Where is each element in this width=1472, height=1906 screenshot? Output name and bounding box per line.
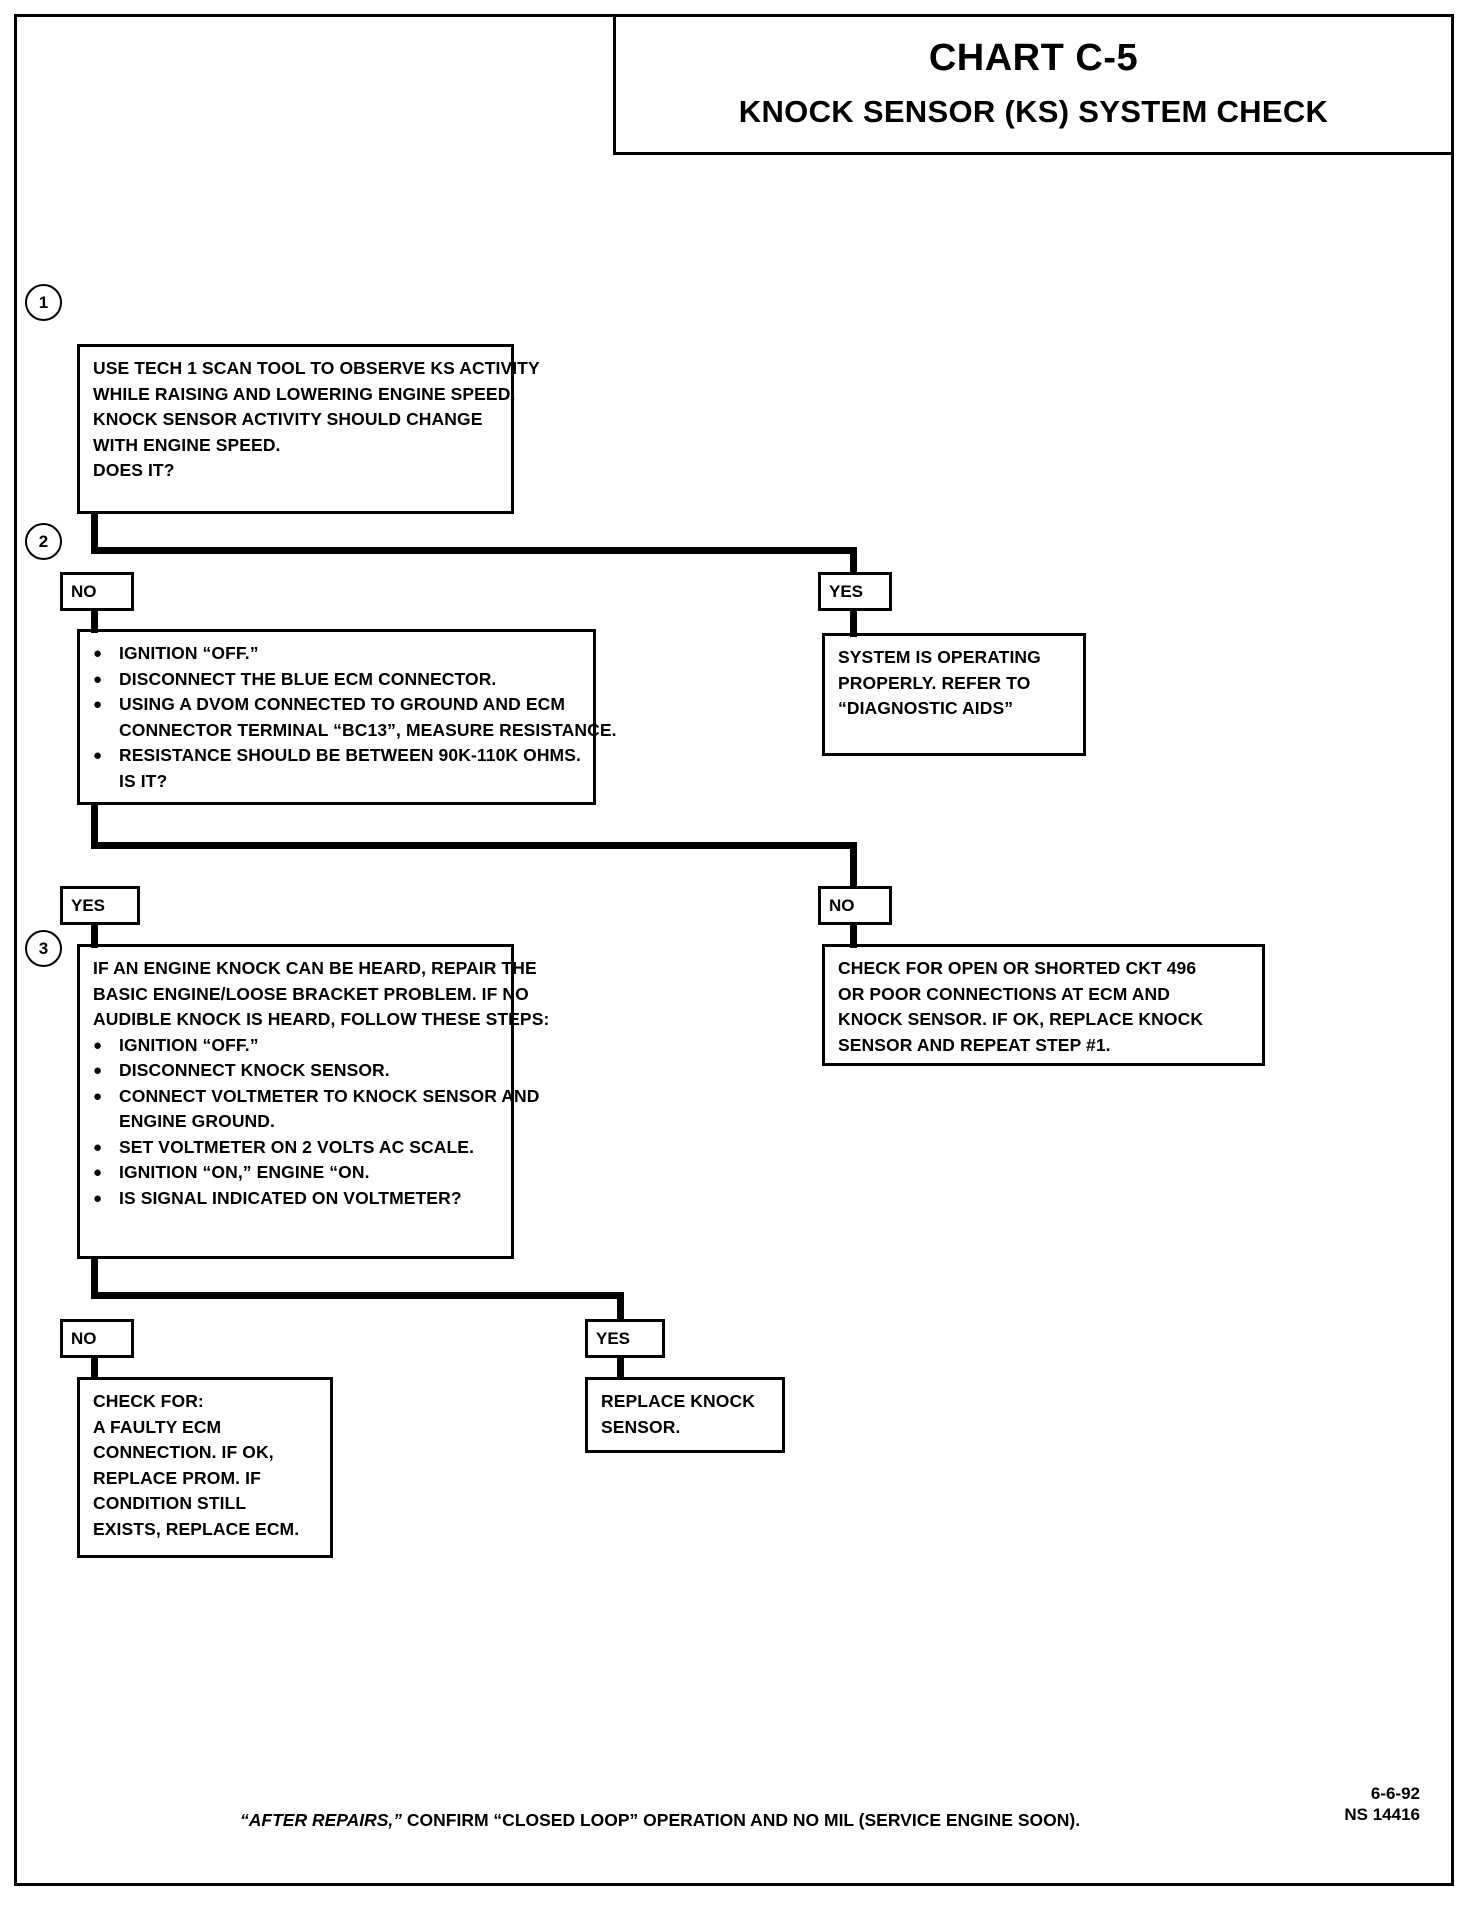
box1-line-5: DOES IT?	[93, 460, 175, 480]
box3-bullet-1-text: IGNITION “OFF.”	[119, 1034, 259, 1055]
chart-id: CHART C-5	[928, 37, 1139, 79]
connector-no2-down	[850, 842, 857, 888]
box-step-3: IF AN ENGINE KNOCK CAN BE HEARD, REPAIR …	[77, 944, 550, 1259]
tag-yes-step1: YES	[818, 572, 892, 611]
box3-bullet-6: ● IS SIGNAL INDICATED ON VOLTMETER?	[93, 1186, 501, 1212]
footer-doc-id: NS 14416	[1344, 1805, 1420, 1824]
footer-note-italic: “AFTER REPAIRS,”	[240, 1810, 403, 1830]
box3-line-1: IF AN ENGINE KNOCK CAN BE HEARD, REPAIR …	[93, 958, 537, 978]
connector-box1-down	[91, 512, 98, 554]
bullet-dot-icon: ●	[93, 1189, 103, 1207]
box3-bullet-5-text: IGNITION “ON,” ENGINE “ON.	[119, 1162, 370, 1182]
check-for-line-6: EXISTS, REPLACE ECM.	[93, 1518, 300, 1539]
system-ok-line-3: “DIAGNOSTIC AIDS”	[838, 698, 1014, 718]
box3-bullet-1: ● IGNITION “OFF.”	[93, 1033, 501, 1059]
check-for-line-3: CONNECTION. IF OK,	[93, 1442, 274, 1462]
footer-date: 6-6-92	[1370, 1784, 1420, 1803]
connector-box2-down	[91, 803, 98, 849]
box-step-2: ● IGNITION “OFF.” ● DISCONNECT THE BLUE …	[77, 629, 617, 805]
box3-bullet-3: ● CONNECT VOLTMETER TO KNOCK SENSOR AND	[93, 1084, 539, 1110]
box-replace-knock-sensor: REPLACE KNOCK SENSOR.	[585, 1377, 785, 1453]
box3-bullet-2: ● DISCONNECT KNOCK SENSOR.	[93, 1058, 501, 1084]
box3-bullet-5: ● IGNITION “ON,” ENGINE “ON.	[93, 1160, 501, 1186]
connector-yes2-down	[91, 920, 98, 948]
bullet-dot-icon: ●	[93, 1164, 103, 1181]
replace-ks-line-2: SENSOR.	[601, 1416, 681, 1437]
box3-bullet-3-text: CONNECT VOLTMETER TO KNOCK SENSOR AND	[119, 1085, 540, 1106]
box-step-1: USE TECH 1 SCAN TOOL TO OBSERVE KS ACTIV…	[77, 344, 540, 514]
connector-yes1-to-box	[850, 605, 857, 637]
ckt496-line-3: KNOCK SENSOR. IF OK, REPLACE KNOCK	[838, 1009, 1204, 1029]
connector-box3-down	[91, 1257, 98, 1299]
box2-bullet-3: ● USING A DVOM CONNECTED TO GROUND AND E…	[93, 692, 583, 718]
footer-doc-code: 6-6-92 NS 14416	[1344, 1783, 1420, 1825]
connector-no2-to-box	[850, 920, 857, 948]
connector-no1-down	[91, 605, 98, 633]
system-ok-line-1: SYSTEM IS OPERATING	[838, 647, 1041, 667]
box1-line-4: WITH ENGINE SPEED.	[93, 434, 281, 455]
chart-name: KNOCK SENSOR (KS) SYSTEM CHECK	[738, 94, 1329, 129]
box3-line-3: AUDIBLE KNOCK IS HEARD, FOLLOW THESE STE…	[93, 1009, 550, 1029]
connector-no3-to-box	[91, 1352, 98, 1380]
box2-bullet-4-text: RESISTANCE SHOULD BE BETWEEN 90K-110K OH…	[119, 745, 581, 765]
box2-bullet-4: ● RESISTANCE SHOULD BE BETWEEN 90K-110K …	[93, 743, 583, 769]
box1-line-2: WHILE RAISING AND LOWERING ENGINE SPEED.	[93, 383, 516, 404]
box2-bullet-2-text: DISCONNECT THE BLUE ECM CONNECTOR.	[119, 668, 497, 689]
box-check-for-faulty-ecm: CHECK FOR: A FAULTY ECM CONNECTION. IF O…	[77, 1377, 333, 1558]
connector-box2-split	[91, 842, 857, 849]
connector-yes3-down	[617, 1292, 624, 1320]
box3-line-2: BASIC ENGINE/LOOSE BRACKET PROBLEM. IF N…	[93, 983, 529, 1004]
check-for-line-4: REPLACE PROM. IF	[93, 1467, 261, 1488]
bullet-dot-icon: ●	[93, 670, 103, 688]
box2-bullet-1: ● IGNITION “OFF.”	[93, 641, 583, 667]
tag-no-step1: NO	[60, 572, 134, 611]
bullet-dot-icon: ●	[93, 747, 103, 764]
check-for-line-5: CONDITION STILL	[93, 1493, 247, 1513]
system-ok-line-2: PROPERLY. REFER TO	[838, 672, 1031, 693]
ckt496-line-1: CHECK FOR OPEN OR SHORTED CKT 496	[838, 958, 1197, 978]
box2-bullet-1-text: IGNITION “OFF.”	[119, 643, 259, 663]
step-marker-1: 1	[25, 284, 62, 321]
step-marker-3: 3	[25, 930, 62, 967]
connector-yes3-to-box	[617, 1352, 624, 1380]
replace-ks-line-1: REPLACE KNOCK	[601, 1391, 755, 1411]
title-block: CHART C-5 KNOCK SENSOR (KS) SYSTEM CHECK	[613, 17, 1451, 155]
check-for-line-1: CHECK FOR:	[93, 1391, 204, 1411]
bullet-dot-icon: ●	[93, 696, 103, 713]
box3-bullet-3-cont: ENGINE GROUND.	[119, 1111, 275, 1131]
box1-line-3: KNOCK SENSOR ACTIVITY SHOULD CHANGE	[93, 409, 483, 429]
tag-no-step3: NO	[60, 1319, 134, 1358]
check-for-line-2: A FAULTY ECM	[93, 1416, 222, 1437]
bullet-dot-icon: ●	[93, 1087, 103, 1105]
step-marker-2: 2	[25, 523, 62, 560]
connector-box1-split	[91, 547, 857, 554]
box2-bullet-3-text: USING A DVOM CONNECTED TO GROUND AND ECM	[119, 694, 566, 714]
ckt496-line-2: OR POOR CONNECTIONS AT ECM AND	[838, 983, 1170, 1004]
box3-bullet-2-text: DISCONNECT KNOCK SENSOR.	[119, 1060, 390, 1080]
box-check-ckt-496: CHECK FOR OPEN OR SHORTED CKT 496 OR POO…	[822, 944, 1265, 1066]
bullet-dot-icon: ●	[93, 645, 103, 662]
tag-yes-step3: YES	[585, 1319, 665, 1358]
box2-bullet-2: ● DISCONNECT THE BLUE ECM CONNECTOR.	[93, 667, 583, 693]
footer-note-rest: CONFIRM “CLOSED LOOP” OPERATION AND NO M…	[402, 1810, 1081, 1830]
ckt496-line-4: SENSOR AND REPEAT STEP #1.	[838, 1034, 1111, 1055]
footer-note: “AFTER REPAIRS,” CONFIRM “CLOSED LOOP” O…	[240, 1810, 1080, 1831]
bullet-dot-icon: ●	[93, 1138, 103, 1156]
bullet-dot-icon: ●	[93, 1036, 103, 1054]
box2-bullet-3-cont: CONNECTOR TERMINAL “BC13”, MEASURE RESIS…	[119, 719, 617, 740]
tag-yes-step2: YES	[60, 886, 140, 925]
box-system-operating-properly: SYSTEM IS OPERATING PROPERLY. REFER TO “…	[822, 633, 1086, 756]
box3-bullet-4-text: SET VOLTMETER ON 2 VOLTS AC SCALE.	[119, 1136, 475, 1157]
box3-bullet-4: ● SET VOLTMETER ON 2 VOLTS AC SCALE.	[93, 1135, 501, 1161]
connector-box3-split	[91, 1292, 624, 1299]
bullet-dot-icon: ●	[93, 1062, 103, 1079]
connector-yes1-down	[850, 547, 857, 575]
tag-no-step2: NO	[818, 886, 892, 925]
box2-bullet-4-cont: IS IT?	[119, 770, 168, 791]
box3-bullet-6-text: IS SIGNAL INDICATED ON VOLTMETER?	[119, 1187, 462, 1208]
page-border	[14, 14, 1454, 1886]
box1-line-1: USE TECH 1 SCAN TOOL TO OBSERVE KS ACTIV…	[93, 358, 540, 378]
